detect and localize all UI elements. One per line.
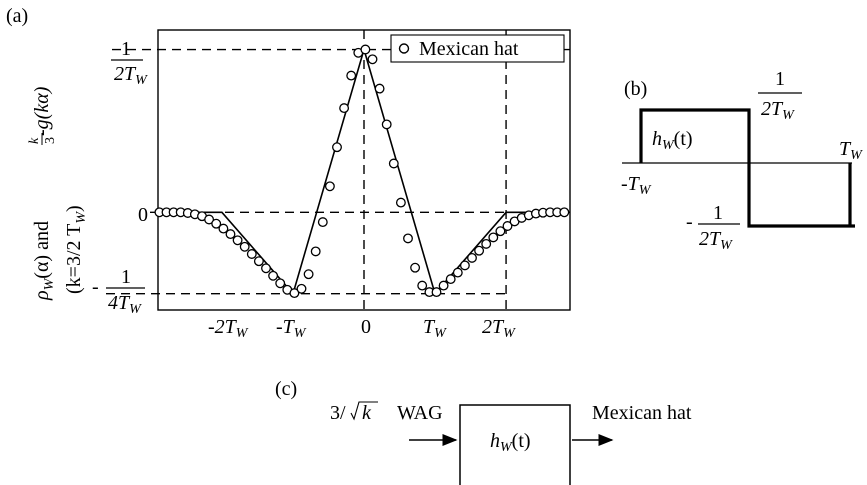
plot-area — [106, 30, 570, 310]
svg-text:2TW: 2TW — [699, 228, 733, 253]
mexican-hat-point — [388, 158, 399, 169]
y-tick-labels: 1 2TW 0 - 1 4TW — [92, 38, 148, 317]
panel-b-label: (b) — [624, 78, 647, 100]
bottom-level-label: - 1 2TW — [686, 202, 740, 253]
x-tick-minus-2tw: -2TW — [208, 316, 249, 341]
mexican-hat-point — [438, 280, 449, 291]
panel-b: (b) hW(t) 1 2TW - 1 2TW -TW TW — [621, 68, 863, 253]
mexican-hat-point — [268, 270, 279, 281]
mexican-hat-point — [410, 262, 421, 273]
mexican-hat-point — [467, 252, 477, 263]
mexican-hat-point — [261, 263, 271, 274]
svg-text:4TW: 4TW — [108, 292, 142, 317]
x-tick-zero: 0 — [361, 316, 371, 338]
svg-text:1: 1 — [775, 68, 785, 90]
minus-tw-label: -TW — [621, 173, 652, 198]
svg-text:WAG: WAG — [397, 402, 443, 424]
svg-text:-: - — [92, 276, 99, 298]
mexican-hat-point — [253, 256, 264, 267]
mexican-hat-point — [488, 232, 499, 243]
top-level-label: 1 2TW — [758, 68, 802, 123]
svg-text:2TW: 2TW — [114, 63, 148, 88]
mexican-hat-point — [232, 235, 243, 246]
mexican-hat-point — [367, 54, 378, 65]
y-axis-title-gfunc: -g(kα) — [31, 86, 53, 136]
mexican-hat-point — [218, 223, 229, 234]
svg-text:2TW: 2TW — [761, 98, 795, 123]
x-tick-tw: TW — [423, 316, 447, 341]
mexican-hat-point — [296, 283, 307, 294]
legend: Mexican hat — [390, 34, 565, 63]
svg-text:k: k — [362, 402, 372, 424]
panel-a-label: (a) — [6, 5, 28, 27]
x-tick-labels: -2TW -TW 0 TW 2TW — [208, 316, 516, 341]
mexican-hat-point — [225, 229, 236, 240]
svg-text:3/: 3/ — [330, 402, 346, 424]
y-axis-title-line1: ρW(α) and — [31, 221, 57, 301]
input-label: 3/ k WAG — [330, 401, 443, 424]
mexican-hat-point — [324, 181, 335, 192]
mexican-hat-point — [339, 103, 350, 114]
y-tick-half: 1 2TW — [111, 38, 148, 88]
y-axis-title-frac-num: k — [27, 137, 42, 144]
mexican-hat-point — [445, 274, 456, 285]
haar-waveform — [639, 108, 855, 228]
y-axis-title-k: (k=3/2 TW) — [63, 205, 89, 294]
y-tick-quarter: - 1 4TW — [92, 266, 145, 317]
panel-c-label: (c) — [275, 378, 297, 400]
mexican-hat-point — [559, 207, 570, 218]
mexican-hat-point — [431, 287, 442, 298]
mexican-hat-point — [495, 226, 506, 237]
hw-label: hW(t) — [652, 128, 693, 153]
mexican-hat-point — [303, 269, 314, 280]
filter-box-label: hW(t) — [490, 430, 531, 455]
mexican-hat-point — [346, 70, 357, 81]
svg-text:1: 1 — [121, 38, 131, 60]
x-tick-minus-tw: -TW — [276, 316, 307, 341]
panel-a: (a) ρW(α) and -g(kα) k 3 (k=3/2 TW) 1 2T… — [6, 5, 571, 341]
svg-text:-: - — [686, 211, 693, 233]
svg-text:1: 1 — [121, 266, 131, 288]
mexican-hat-point — [403, 233, 413, 244]
sqrt-sign — [350, 401, 378, 421]
mexican-hat-point — [239, 241, 250, 252]
filter-box — [459, 404, 571, 485]
mexican-hat-point — [275, 278, 286, 289]
legend-box — [390, 34, 565, 63]
mexican-hat-point — [481, 238, 492, 249]
mexican-hat-point — [452, 267, 463, 278]
y-tick-zero: 0 — [138, 204, 148, 226]
y-axis-title: ρW(α) and -g(kα) k 3 (k=3/2 TW) — [27, 86, 89, 301]
tw-label: TW — [839, 138, 863, 163]
legend-entry: Mexican hat — [419, 38, 519, 60]
mexican-hat-point — [310, 246, 321, 257]
mexican-hat-point — [246, 249, 257, 259]
x-tick-2tw: 2TW — [482, 316, 516, 341]
mexican-hat-point — [317, 217, 328, 228]
svg-text:1: 1 — [713, 202, 723, 224]
mexican-hat-point — [395, 197, 406, 208]
mexican-hat-point — [204, 214, 215, 225]
panel-c: (c) 3/ k WAG hW(t) Mexican hat — [275, 378, 692, 485]
mexican-hat-point — [459, 260, 470, 271]
mexican-hat-point — [381, 119, 392, 130]
y-axis-title-frac-den: 3 — [43, 137, 58, 144]
mexican-hat-point — [417, 280, 428, 291]
mexican-hat-point — [360, 44, 371, 55]
output-label: Mexican hat — [592, 402, 692, 424]
mexican-hat-point — [502, 221, 513, 231]
mexican-hat-point — [289, 288, 300, 299]
mexican-hat-point — [332, 142, 342, 153]
mexican-hat-point — [474, 245, 485, 256]
mexican-hat-point — [211, 218, 222, 229]
legend-marker — [398, 43, 410, 54]
mexican-hat-point — [374, 83, 385, 94]
